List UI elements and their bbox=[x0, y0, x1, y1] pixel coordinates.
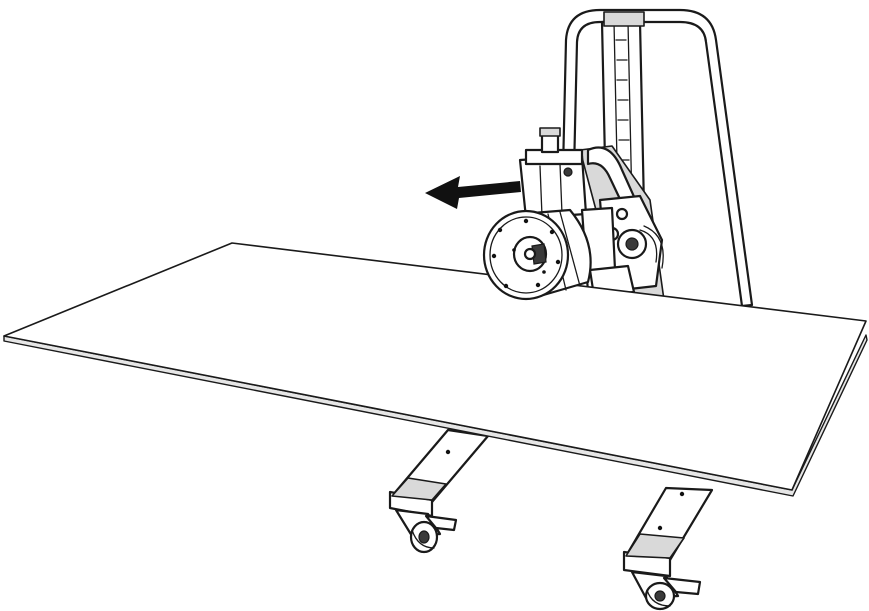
vacuum-pad bbox=[482, 208, 592, 301]
panel-sheet bbox=[3, 242, 868, 497]
carriage-assembly bbox=[518, 127, 665, 301]
caster-right bbox=[622, 486, 714, 611]
arrow-left-icon bbox=[425, 176, 521, 209]
caster-left bbox=[388, 428, 490, 554]
motion-arrow bbox=[425, 176, 521, 209]
